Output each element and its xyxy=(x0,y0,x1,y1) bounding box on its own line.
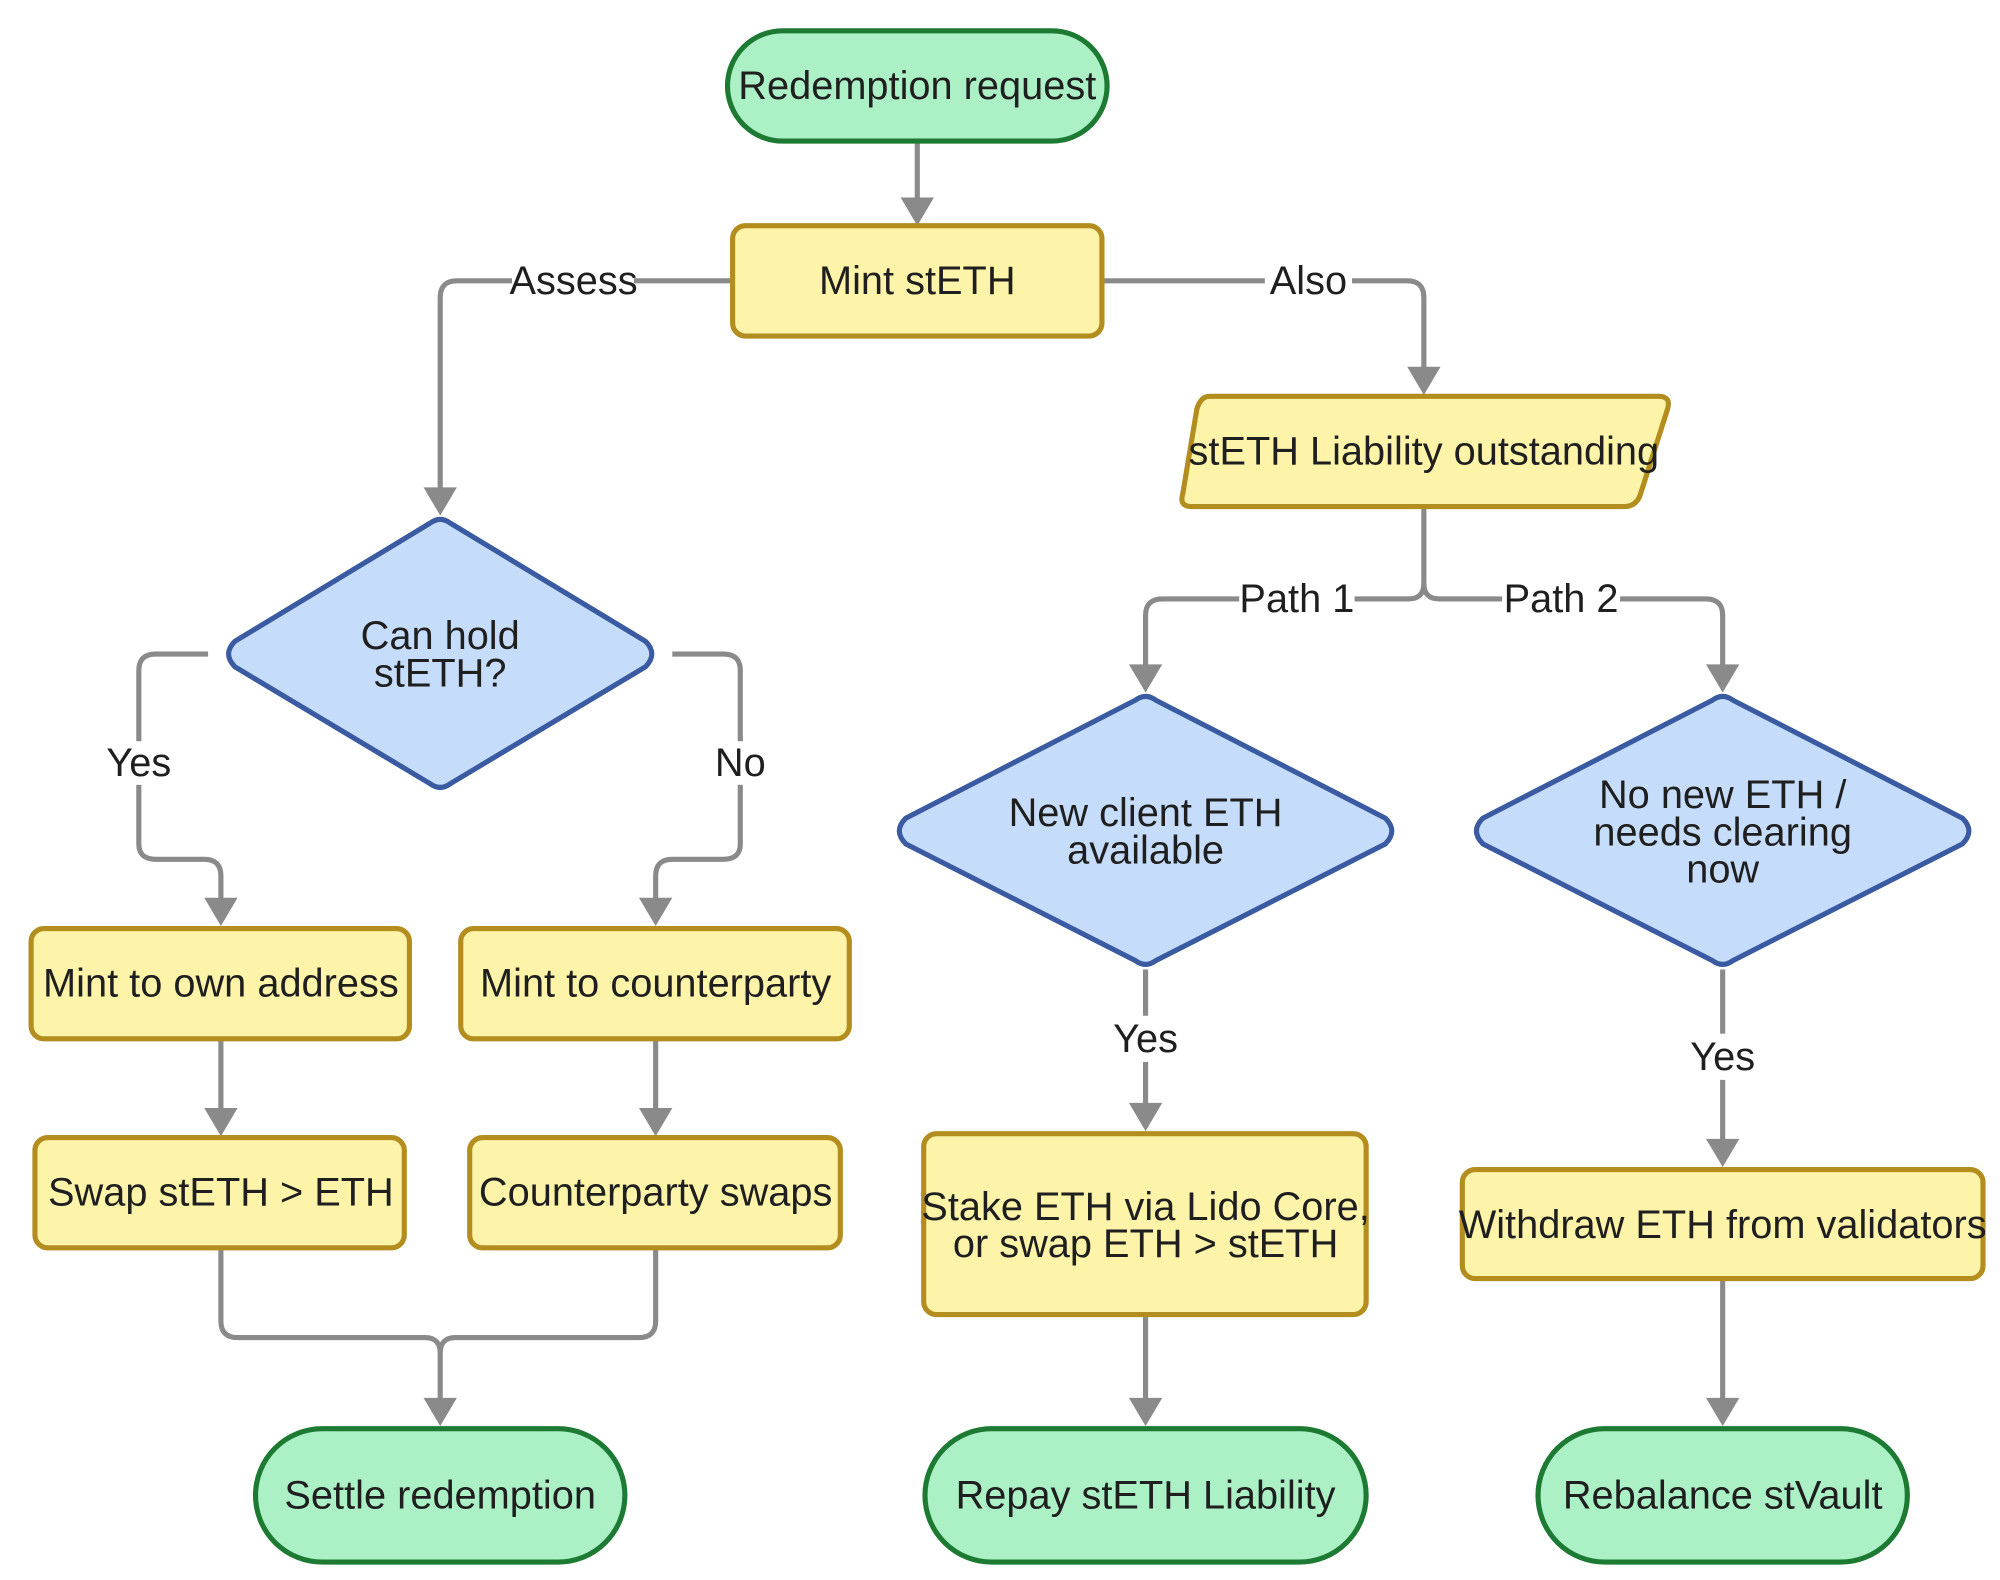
edge-label-can-hold-yes: Yes xyxy=(106,741,171,785)
node-label-line-1: Stake ETH via Lido Core, xyxy=(921,1185,1369,1229)
arrowhead xyxy=(1128,1102,1163,1132)
edge-label-can-hold-no: No xyxy=(715,741,766,785)
node-counterparty-swaps: Counterparty swaps xyxy=(467,1134,843,1251)
node-settle-redemption: Settle redemption xyxy=(252,1426,628,1565)
node-label: Repay stETH Liability xyxy=(956,1473,1336,1517)
node-label: Mint to counterparty xyxy=(480,962,831,1006)
arrowhead xyxy=(1705,664,1740,693)
node-liability-outstanding: stETH Liability outstanding xyxy=(1179,393,1671,510)
arrowhead xyxy=(1128,1397,1163,1427)
arrowhead xyxy=(423,487,457,516)
node-label-line-1: New client ETH xyxy=(1009,791,1283,835)
node-label: Settle redemption xyxy=(284,1473,596,1517)
node-label-line-2: needs clearing xyxy=(1593,810,1852,854)
node-withdraw-eth: Withdraw ETH from validators xyxy=(1459,1167,1987,1282)
node-label-line-2: stETH? xyxy=(374,651,507,695)
arrowhead xyxy=(423,1397,457,1427)
edge-labels: Assess Also Path 1 Path 2 Yes No Yes Yes xyxy=(106,259,1755,1079)
node-label-line-1: Can hold xyxy=(361,614,520,658)
arrowhead xyxy=(1407,366,1441,395)
edge-mint-to-liability xyxy=(1103,278,1427,375)
node-repay-liability: Repay stETH Liability xyxy=(922,1426,1369,1565)
edge-can-hold-no xyxy=(653,651,743,906)
edge-liability-path2 xyxy=(1421,583,1726,673)
node-mint-counterparty: Mint to counterparty xyxy=(458,925,852,1042)
node-mint-own-address: Mint to own address xyxy=(28,925,412,1042)
arrowhead xyxy=(1705,1138,1740,1168)
arrowhead xyxy=(204,1108,238,1137)
node-no-new-eth-decision: No new ETH / needs clearing now xyxy=(1473,693,1972,967)
node-label-line-2: available xyxy=(1067,828,1224,872)
node-label: Mint stETH xyxy=(819,259,1016,303)
node-stake-eth: Stake ETH via Lido Core, or swap ETH > s… xyxy=(921,1131,1370,1318)
arrowhead xyxy=(1128,664,1163,693)
node-mint-steth: Mint stETH xyxy=(730,223,1105,339)
arrowhead xyxy=(900,197,934,226)
edge-swaps-to-settle xyxy=(218,1249,659,1406)
node-label-line-3: now xyxy=(1686,848,1759,892)
node-label: Swap stETH > ETH xyxy=(48,1171,394,1215)
edge-label-path1: Path 1 xyxy=(1239,577,1354,621)
node-label: Rebalance stVault xyxy=(1563,1473,1883,1517)
arrowhead xyxy=(1705,1397,1740,1427)
edge-label-no-new-eth-yes: Yes xyxy=(1690,1035,1755,1079)
edge-can-hold-yes xyxy=(136,651,224,906)
node-swap-steth-eth: Swap stETH > ETH xyxy=(32,1134,407,1251)
connectors xyxy=(136,142,1740,1427)
node-new-client-eth-decision: New client ETH available xyxy=(896,693,1395,967)
node-label: Withdraw ETH from validators xyxy=(1459,1203,1987,1247)
node-label-line-2: or swap ETH > stETH xyxy=(953,1222,1338,1266)
edge-label-new-eth-yes: Yes xyxy=(1113,1017,1178,1061)
node-can-hold-decision: Can hold stETH? xyxy=(226,516,655,790)
arrowhead xyxy=(638,1108,673,1137)
node-rebalance-stvault: Rebalance stVault xyxy=(1535,1426,1910,1565)
edge-label-assess: Assess xyxy=(510,259,638,303)
arrowhead xyxy=(204,897,238,926)
arrowhead xyxy=(638,897,673,926)
node-label-line-1: No new ETH / xyxy=(1599,773,1847,817)
edge-label-also: Also xyxy=(1270,259,1347,303)
edge-label-path2: Path 2 xyxy=(1504,577,1619,621)
node-label: Counterparty swaps xyxy=(479,1171,833,1215)
node-label: stETH Liability outstanding xyxy=(1189,429,1660,473)
node-label: Redemption request xyxy=(738,64,1096,108)
edge-mint-to-can-hold xyxy=(437,278,732,496)
node-label: Mint to own address xyxy=(43,962,399,1006)
node-redemption-request: Redemption request xyxy=(724,28,1110,144)
